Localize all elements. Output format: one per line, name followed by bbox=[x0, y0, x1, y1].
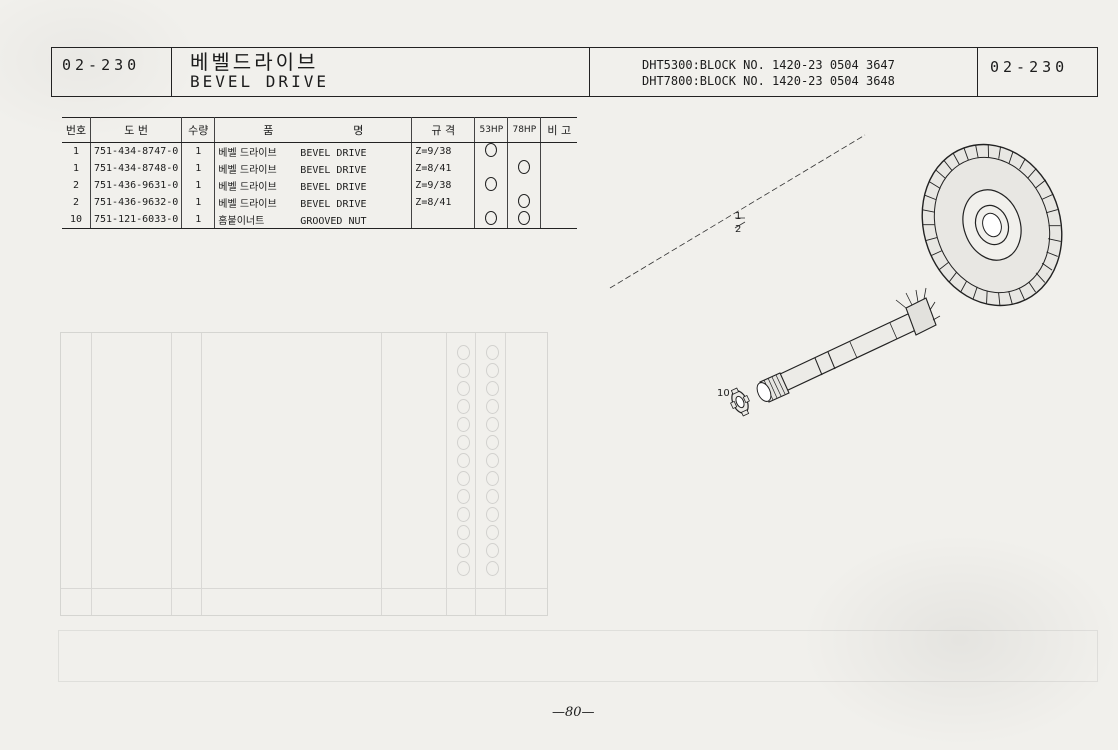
row-name-korean: 베벨 드라이브 bbox=[218, 148, 277, 159]
table-row: 1 751-434-8747-0 1 베벨 드라이브 BEVEL DRIVE Z=… bbox=[62, 142, 578, 161]
bevel-ring-gear bbox=[921, 143, 1063, 307]
section-code-right: 02-230 bbox=[990, 58, 1069, 76]
row-53hp bbox=[474, 160, 509, 177]
row-name: 베벨 드라이브 BEVEL DRIVE bbox=[214, 160, 413, 177]
bleed-through-table bbox=[60, 332, 548, 616]
row-name-english: BEVEL DRIVE bbox=[300, 199, 367, 210]
row-no: 2 bbox=[62, 177, 91, 194]
row-53hp bbox=[474, 211, 509, 229]
row-qty: 1 bbox=[181, 194, 216, 211]
bleed-through-header bbox=[58, 630, 1098, 682]
model-line-dht5300: DHT5300:BLOCK NO. 1420-23 0504 3647 bbox=[642, 58, 895, 72]
row-name-english: GROOVED NUT bbox=[300, 216, 367, 227]
row-name-korean: 베벨 드라이브 bbox=[218, 182, 277, 193]
row-name-korean: 홈붙이너트 bbox=[218, 216, 265, 227]
row-53hp bbox=[474, 142, 509, 160]
row-part-number: 751-436-9632-0 bbox=[90, 194, 183, 211]
leader-line bbox=[609, 134, 866, 289]
col-header-name-right: 명 bbox=[353, 124, 364, 137]
col-header-spec: 규 격 bbox=[411, 117, 476, 143]
row-part-number: 751-436-9631-0 bbox=[90, 177, 183, 194]
bevel-pinion-shaft bbox=[756, 287, 941, 403]
callout-2: 2 bbox=[735, 224, 741, 235]
row-78hp bbox=[507, 194, 542, 211]
row-note bbox=[540, 211, 578, 229]
row-spec: Z=9/38 bbox=[411, 142, 476, 160]
grooved-nut bbox=[730, 387, 750, 417]
row-note bbox=[541, 160, 578, 177]
row-78hp bbox=[507, 177, 542, 194]
model-line-dht7800: DHT7800:BLOCK NO. 1420-23 0504 3648 bbox=[642, 74, 895, 88]
row-name: 베벨 드라이브 BEVEL DRIVE bbox=[214, 194, 413, 211]
model-block-numbers: DHT5300:BLOCK NO. 1420-23 0504 3647 DHT7… bbox=[590, 48, 978, 96]
leader-line bbox=[734, 221, 746, 229]
col-header-qty: 수량 bbox=[181, 117, 216, 143]
row-name-korean: 베벨 드라이브 bbox=[218, 165, 277, 176]
row-part-number: 751-434-8748-0 bbox=[90, 160, 183, 177]
col-header-name-left: 품 bbox=[263, 124, 274, 137]
applicable-mark bbox=[518, 194, 531, 208]
row-spec bbox=[411, 211, 476, 229]
row-qty: 1 bbox=[181, 160, 216, 177]
callout-1: 1 bbox=[735, 211, 741, 222]
table-row: 1 751-434-8748-0 1 베벨 드라이브 BEVEL DRIVE Z=… bbox=[62, 160, 577, 177]
row-name-english: BEVEL DRIVE bbox=[300, 148, 367, 159]
col-header-part-number: 도 번 bbox=[90, 117, 183, 143]
title-korean: 베벨드라이브 bbox=[190, 50, 319, 74]
row-part-number: 751-434-8747-0 bbox=[90, 142, 183, 160]
exploded-parts-diagram: 1 2 10 bbox=[609, 134, 1063, 417]
row-spec: Z=8/41 bbox=[411, 194, 476, 211]
section-title: 베벨드라이브 BEVEL DRIVE bbox=[172, 48, 590, 96]
row-name-korean: 베벨 드라이브 bbox=[218, 199, 277, 210]
row-part-number: 751-121-6033-0 bbox=[90, 211, 183, 229]
applicable-mark bbox=[485, 177, 498, 191]
row-53hp bbox=[474, 177, 509, 194]
row-name-english: BEVEL DRIVE bbox=[300, 182, 367, 193]
table-row: 10 751-121-6033-0 1 홈붙이너트 GROOVED NUT bbox=[62, 211, 578, 229]
row-no: 1 bbox=[62, 142, 91, 160]
row-spec: Z=8/41 bbox=[411, 160, 476, 177]
callout-10: 10 bbox=[717, 388, 730, 399]
title-english: BEVEL DRIVE bbox=[190, 72, 329, 91]
applicable-mark bbox=[485, 143, 498, 157]
row-note bbox=[541, 194, 578, 211]
row-qty: 1 bbox=[181, 177, 216, 194]
row-78hp bbox=[507, 160, 542, 177]
row-53hp bbox=[474, 194, 509, 211]
row-name: 베벨 드라이브 BEVEL DRIVE bbox=[214, 177, 413, 194]
row-no: 1 bbox=[62, 160, 91, 177]
section-code-left: 02-230 bbox=[52, 48, 172, 96]
row-note bbox=[541, 143, 578, 161]
row-name-english: BEVEL DRIVE bbox=[300, 165, 367, 176]
row-no: 2 bbox=[62, 194, 91, 211]
row-78hp bbox=[507, 142, 542, 160]
col-header-no: 번호 bbox=[62, 117, 91, 143]
table-row: 2 751-436-9631-0 1 베벨 드라이브 BEVEL DRIVE Z=… bbox=[62, 177, 577, 194]
title-block: 02-230 베벨드라이브 BEVEL DRIVE DHT5300:BLOCK … bbox=[51, 47, 1098, 97]
row-name: 베벨 드라이브 BEVEL DRIVE bbox=[214, 142, 413, 160]
row-name: 홈붙이너트 GROOVED NUT bbox=[214, 211, 413, 229]
row-spec: Z=9/38 bbox=[411, 177, 476, 194]
applicable-mark bbox=[518, 211, 531, 225]
col-header-78hp: 78HP bbox=[507, 117, 542, 143]
row-no: 10 bbox=[62, 211, 91, 229]
col-header-53hp: 53HP bbox=[474, 117, 509, 143]
row-qty: 1 bbox=[181, 211, 216, 229]
row-qty: 1 bbox=[181, 142, 216, 160]
page-number: —80— bbox=[552, 705, 595, 720]
table-row: 2 751-436-9632-0 1 베벨 드라이브 BEVEL DRIVE Z=… bbox=[62, 194, 577, 211]
applicable-mark bbox=[485, 211, 498, 225]
col-header-note: 비 고 bbox=[540, 117, 578, 143]
row-note bbox=[541, 177, 578, 194]
applicable-mark bbox=[518, 160, 531, 174]
row-78hp bbox=[507, 211, 542, 229]
